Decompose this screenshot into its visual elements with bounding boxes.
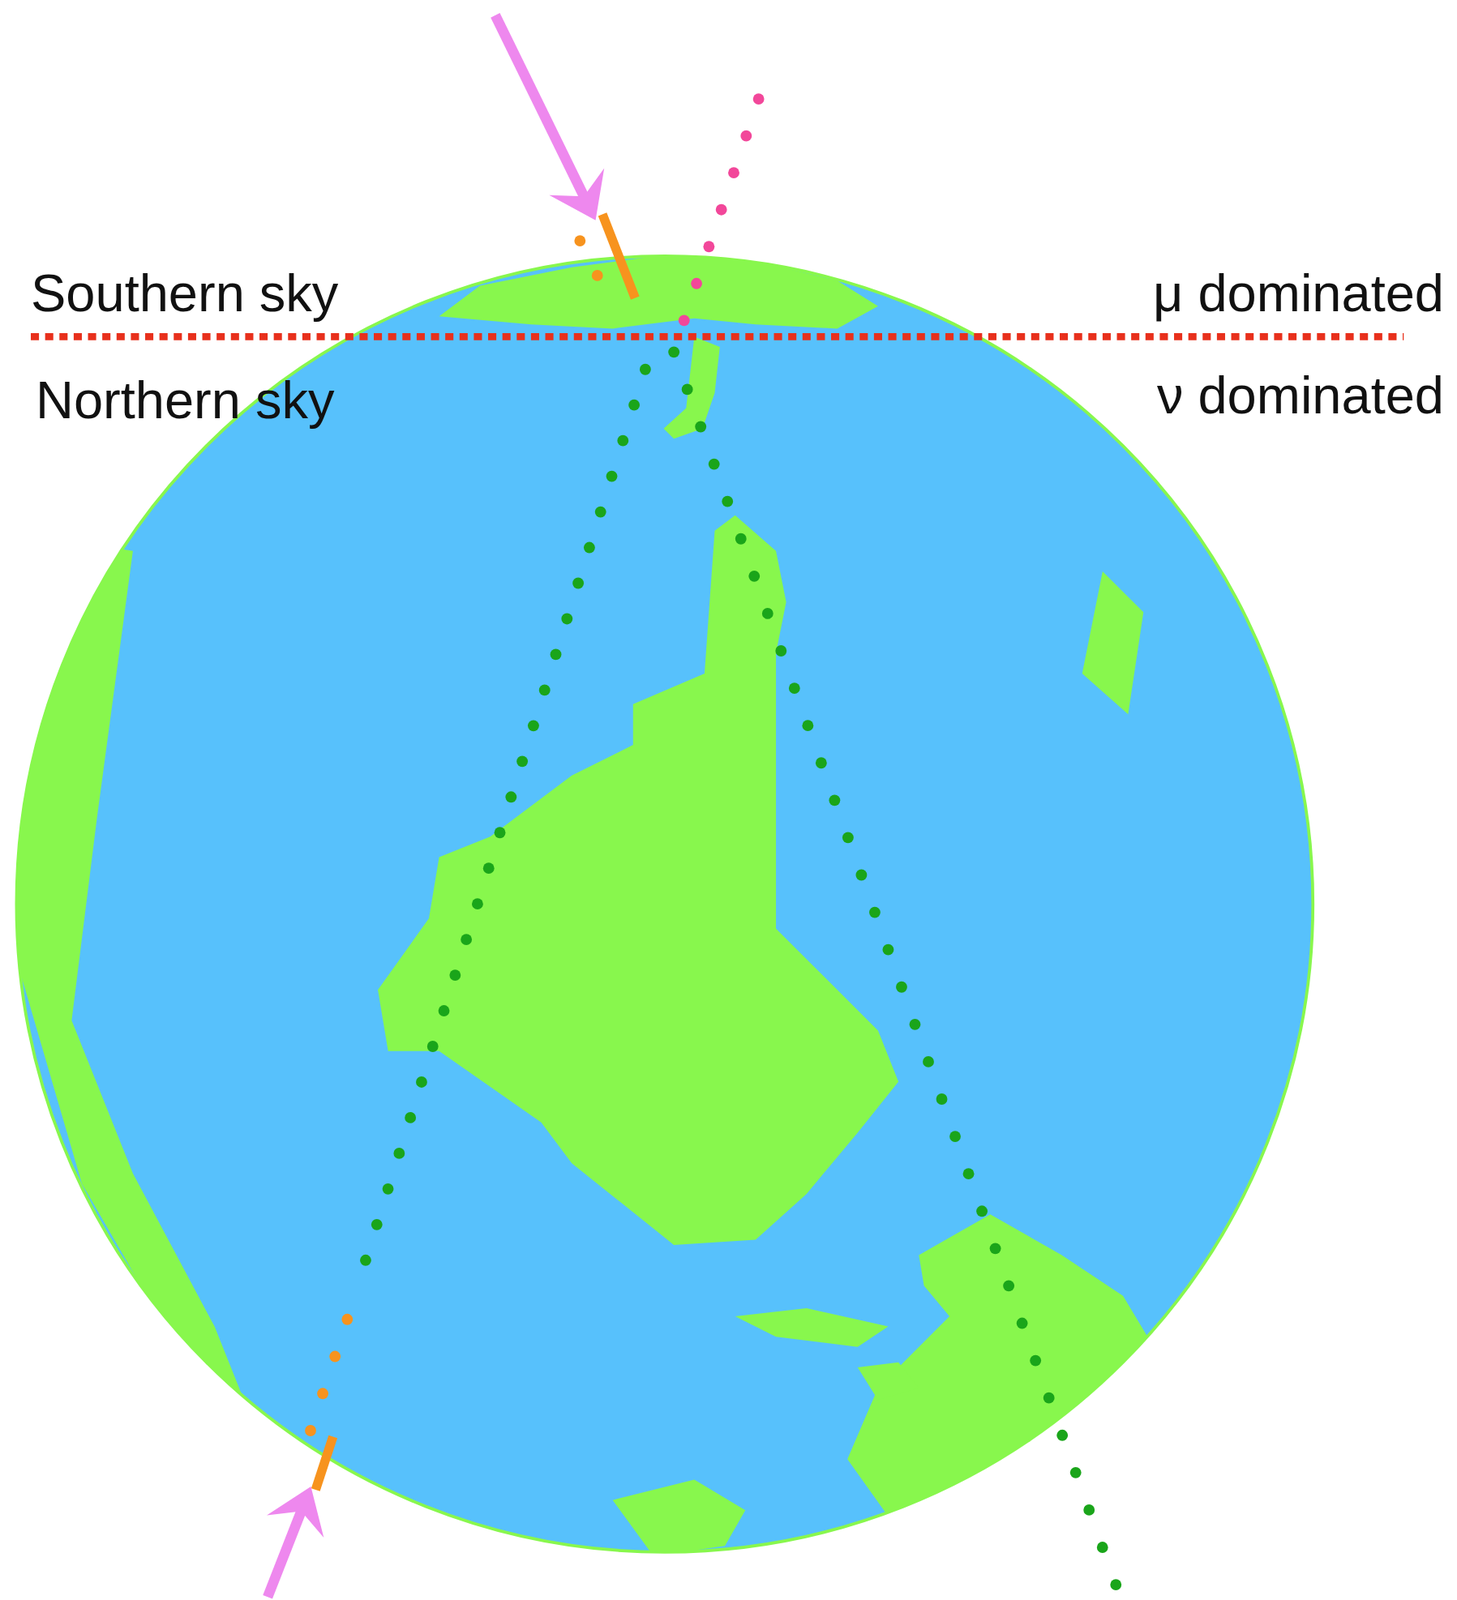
atmospheric-muon-dots — [690, 278, 703, 290]
neutrino-dots — [1097, 1542, 1109, 1554]
neutrino-dots — [438, 1005, 450, 1017]
muon-dots — [304, 1425, 317, 1437]
neutrino-dots — [1083, 1504, 1095, 1517]
horizon-line — [30, 333, 1404, 341]
atmospheric-muon-dots — [678, 314, 690, 326]
neutrino-dots — [393, 1148, 405, 1160]
neutrino-dots — [869, 907, 881, 919]
neutrino-dots — [595, 506, 607, 519]
neutrino-dots — [976, 1205, 988, 1218]
neutrino-dots — [895, 981, 908, 994]
neutrino-dots — [735, 533, 747, 545]
neutrino-dots — [494, 827, 506, 839]
neutrino-dots — [762, 608, 774, 620]
neutrino-dots — [936, 1093, 948, 1106]
atmospheric-muon-dots — [728, 167, 740, 179]
incoming-arrow — [495, 15, 591, 210]
incoming-arrow-head — [266, 1486, 324, 1539]
neutrino-dots — [1016, 1318, 1029, 1330]
neutrino-dots — [882, 944, 895, 956]
muon-dots — [329, 1351, 341, 1363]
neutrino-dots — [583, 542, 596, 554]
neutrino-dots — [639, 364, 652, 376]
neutrino-dots — [721, 496, 733, 508]
neutrino-dots — [471, 898, 484, 910]
neutrino-dots — [775, 645, 787, 657]
atmospheric-muon-dots — [753, 93, 765, 105]
neutrino-dots — [842, 832, 854, 845]
neutrino-dots — [1043, 1392, 1055, 1405]
neutrino-dots — [359, 1255, 372, 1267]
neutrino-dots — [681, 383, 694, 395]
muon-dots — [341, 1314, 353, 1326]
particle-tracks — [266, 15, 1122, 1598]
neutrino-dots — [963, 1168, 975, 1180]
neutrino-dots — [382, 1183, 395, 1196]
neutrino-dots — [460, 934, 472, 946]
neutrino-dots — [415, 1076, 428, 1089]
neutrino-dots — [404, 1112, 416, 1124]
neutrino-dots — [550, 649, 562, 661]
neutrino-dots — [527, 719, 540, 732]
domination-label: ν dominated — [1157, 368, 1445, 422]
neutrino-dots — [483, 862, 495, 875]
continents — [10, 255, 1154, 1557]
neutrino-dots — [539, 684, 551, 696]
neutrino-dots — [694, 421, 707, 433]
neutrino-dots — [989, 1242, 1002, 1255]
domination-label: μ dominated — [1152, 266, 1445, 320]
neutrino-dots — [949, 1131, 961, 1143]
muon-dots — [317, 1388, 329, 1400]
incoming-arrow-head — [548, 168, 605, 221]
neutrino-dots — [371, 1219, 383, 1231]
neutrino-dots — [909, 1019, 922, 1031]
atmospheric-muon-dots — [740, 130, 752, 142]
neutrino-dots — [1109, 1579, 1122, 1591]
neutrino-dots — [748, 570, 760, 583]
muon-track — [315, 1437, 333, 1491]
atmospheric-muon-dots — [702, 240, 715, 253]
muon-dots — [574, 235, 586, 247]
neutrino-dots — [1056, 1430, 1068, 1442]
neutrino-dots — [708, 458, 720, 471]
neutrino-dots — [572, 578, 584, 590]
neutrino-dots — [668, 346, 680, 358]
neutrino-dots — [922, 1056, 935, 1068]
neutrino-dots — [449, 969, 461, 982]
sky-label: Southern sky — [30, 266, 339, 320]
atmospheric-muon-dots — [715, 204, 728, 216]
neutrino-dots — [1029, 1355, 1042, 1368]
neutrino-dots — [505, 791, 517, 803]
neutrino-dots — [801, 719, 814, 732]
neutrino-dots — [828, 794, 840, 806]
sky-label: Northern sky — [35, 373, 335, 427]
neutrino-dots — [606, 471, 618, 483]
neutrino-dots — [561, 613, 573, 626]
neutrino-dots — [427, 1041, 439, 1053]
neutrino-dots — [1070, 1467, 1082, 1479]
neutrino-dots — [628, 399, 640, 412]
neutrino-dots — [617, 435, 629, 447]
muon-track — [602, 214, 635, 298]
muon-dots — [591, 269, 604, 282]
neutrino-dots — [1002, 1281, 1015, 1293]
neutrino-dots — [516, 755, 528, 768]
neutrino-dots — [788, 682, 801, 695]
neutrino-dots — [815, 757, 828, 769]
neutrino-dots — [855, 869, 867, 882]
